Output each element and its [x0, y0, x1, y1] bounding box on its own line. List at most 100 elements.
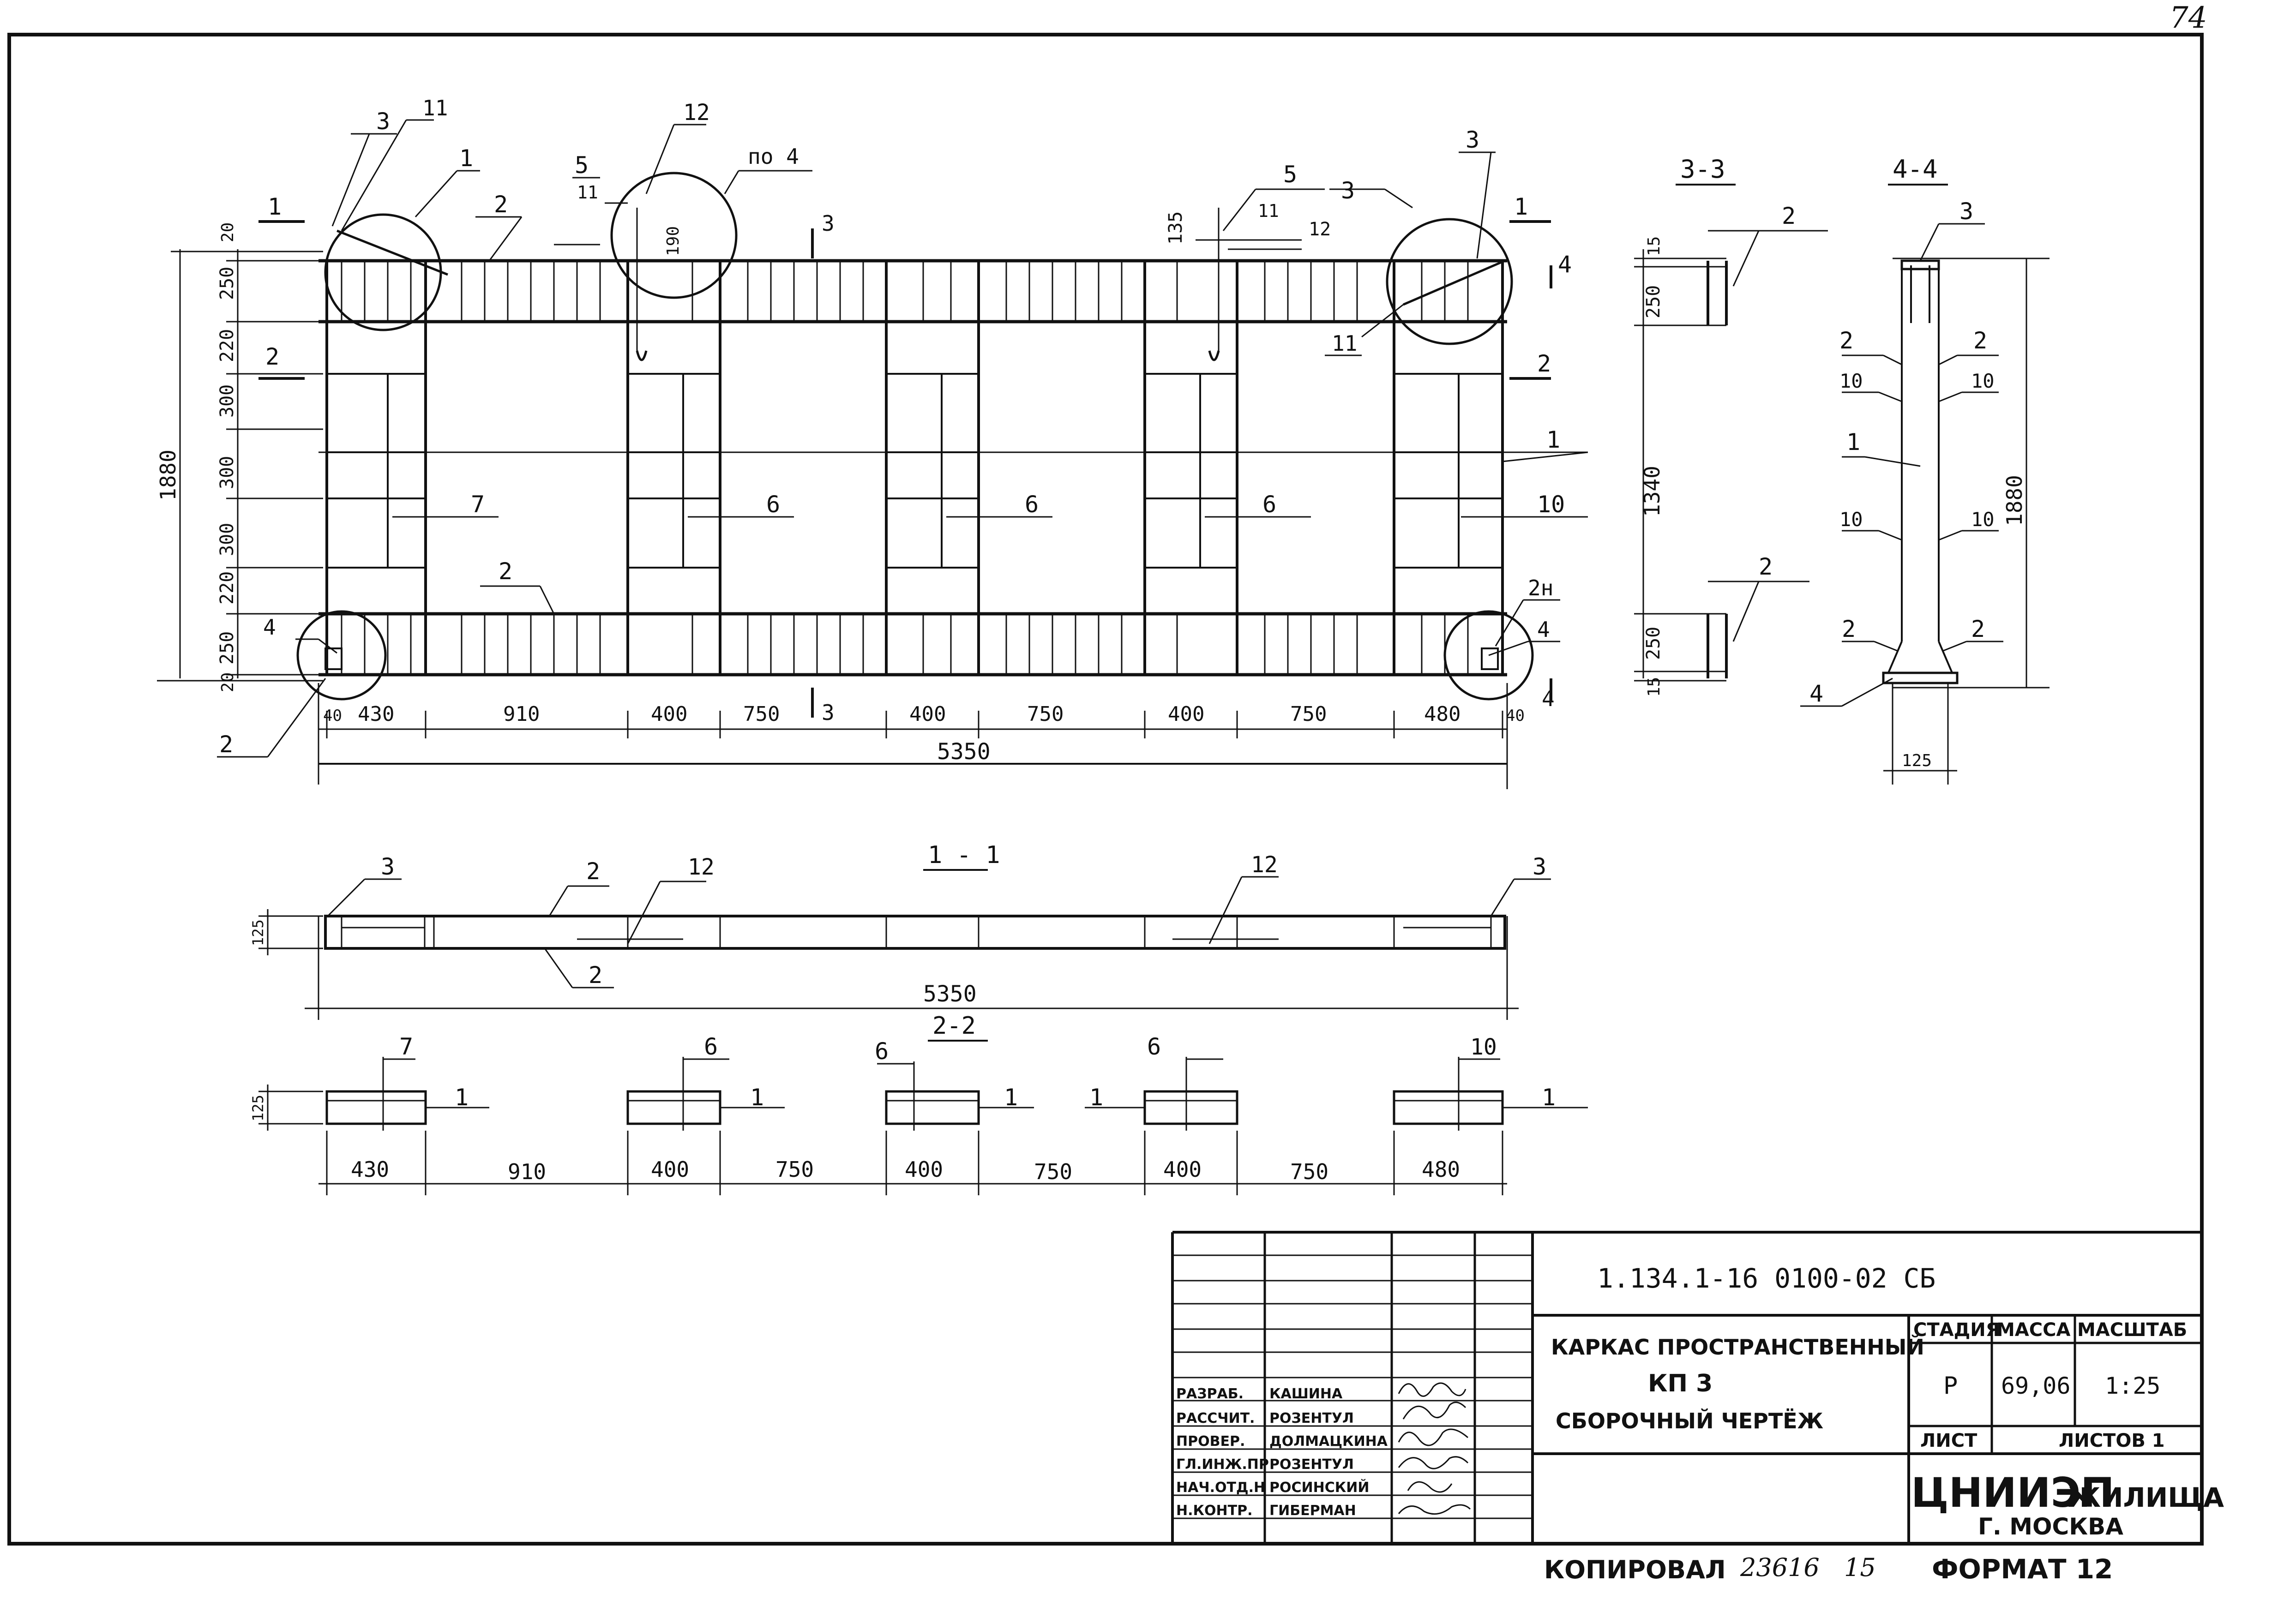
dim-value: 15 [1645, 236, 1664, 256]
callout-label: 6 [1025, 491, 1039, 518]
callout-label: 3 [1341, 177, 1355, 204]
callout-label: 10 [1537, 491, 1565, 518]
callout-label: 1 [459, 145, 473, 172]
sheet-frame [7, 33, 2204, 1546]
callout-label: 11 [1332, 331, 1357, 356]
section-depth-dim: 125 [249, 919, 267, 946]
dim-value: 480 [1424, 702, 1461, 726]
section-length-dim: 5350 [923, 981, 977, 1007]
dim-value: 750 [743, 702, 780, 726]
format-label: ФОРМАТ 12 [1932, 1553, 2113, 1585]
left-dimension-chain: 20 250 220 300 300 300 220 250 20 [216, 222, 238, 692]
callout-label: 1 [1089, 1084, 1103, 1111]
org-suffix: ЖИЛИЩА [2068, 1482, 2224, 1513]
callout-label: 3 [1466, 126, 1479, 153]
dim-value: 400 [1163, 1157, 1202, 1182]
callout-label: 6 [766, 491, 780, 518]
callout-label: 6 [1262, 491, 1276, 518]
signature-role: ГЛ.ИНЖ.ПР [1176, 1456, 1269, 1473]
sheet-label: ЛИСТ [1920, 1430, 1977, 1451]
overall-length-dim: 5350 [937, 739, 991, 765]
signature-role: НАЧ.ОТД.Н [1176, 1480, 1265, 1496]
callout-label: 1 [1546, 426, 1560, 453]
main-elevation-view: 5350 40 430 910 400 750 400 750 400 750 … [156, 96, 1588, 789]
callout-label: 5 [1283, 161, 1297, 188]
callout-label: 4 [263, 615, 276, 640]
document-code: 1.134.1-16 0100-02 СБ [1597, 1263, 1935, 1294]
callout-label: 3 [381, 853, 395, 880]
signature-name: РОЗЕНТУЛ [1269, 1410, 1354, 1426]
dim-value: 20 [218, 222, 237, 242]
title-line-3: СБОРОЧНЫЙ ЧЕРТЁЖ [1556, 1408, 1823, 1433]
callout-label: 135 [1165, 211, 1186, 245]
section-height-dim: 1880 [2002, 475, 2027, 526]
callout-label: 2 [1782, 203, 1796, 229]
callout-label: 12 [683, 100, 710, 126]
callout-label: 6 [1147, 1033, 1161, 1060]
callout-label: 2 [1759, 553, 1773, 580]
callout-label: 1 [750, 1084, 764, 1111]
dim-value: 40 [1506, 707, 1525, 725]
callout-label: 12 [1251, 852, 1278, 878]
callout-label: 10 [1839, 508, 1863, 531]
callout-label: 3 [1959, 198, 1973, 225]
callout-label: 4 [1558, 251, 1572, 278]
section-depth-dim: 125 [249, 1095, 267, 1121]
section-title: 4-4 [1893, 155, 1938, 184]
signature-name: РОСИНСКИЙ [1269, 1479, 1369, 1496]
callout-label: 7 [399, 1033, 413, 1060]
dim-value: 250 [1643, 627, 1664, 660]
callout-label: 2 [1839, 327, 1853, 354]
callout-label: 2 [494, 191, 508, 218]
callout-label: 1 [1542, 1084, 1556, 1111]
main-view-callouts: 3 11 1 12 по 4 5 2 11 190 3 135 5 11 12 … [219, 96, 1572, 758]
dim-value: 400 [651, 702, 687, 726]
handwritten-signatures [1398, 1382, 1471, 1515]
mass-label: МАССА [1996, 1319, 2070, 1341]
dim-value: 250 [216, 267, 238, 300]
dim-value: 750 [1027, 702, 1064, 726]
section-3-3: 3-3 15 250 1340 250 15 2 2 [1634, 155, 1828, 697]
mass-value: 69,06 [2001, 1372, 2071, 1399]
callout-label: 12 [1309, 219, 1331, 240]
bottom-dimension-chain: 40 430 910 400 750 400 750 400 750 480 4… [323, 702, 1525, 726]
callout-label: 2н [1528, 575, 1553, 600]
signature-name: КАШИНА [1269, 1386, 1343, 1402]
callout-label: 3 [822, 211, 835, 236]
callout-label: 3 [376, 108, 390, 135]
title-block: 1.134.1-16 0100-02 СБ КАРКАС ПРОСТРАНСТВ… [1171, 1231, 2224, 1544]
signature-role: РАЗРАБ. [1176, 1386, 1244, 1402]
copied-number: 23616 [1740, 1553, 1820, 1582]
callout-label: 1 [1004, 1084, 1018, 1111]
callout-label: 10 [1839, 370, 1863, 392]
callout-label: 3 [1533, 853, 1546, 880]
dim-value: 750 [1290, 1159, 1328, 1184]
section-4-4: 4-4 1880 125 3 2 2 [1800, 155, 2050, 785]
copied-index: 15 [1844, 1553, 1876, 1582]
callout-label: 4 [1537, 617, 1550, 642]
section-1-1: 1 - 1 125 5350 3 2 12 12 3 [249, 841, 1551, 1020]
section-2-2: 2-2 [249, 1012, 1588, 1195]
dim-value: 250 [216, 631, 238, 665]
callout-label: 4 [1809, 680, 1823, 707]
signature-role: ПРОВЕР. [1176, 1433, 1245, 1450]
callout-label: 190 [664, 226, 683, 256]
dim-value: 300 [216, 456, 238, 489]
signature-name: ДОЛМАЦКИНА [1269, 1433, 1388, 1450]
dim-value: 1340 [1640, 466, 1665, 517]
callout-label: 2 [219, 731, 233, 758]
scale-label: МАСШТАБ [2077, 1319, 2187, 1341]
dim-value: 220 [216, 571, 238, 605]
page-number: 74 [2170, 1, 2207, 35]
dim-value: 910 [503, 702, 540, 726]
dim-value: 910 [508, 1159, 546, 1184]
section-width-dim: 125 [1902, 751, 1932, 770]
dim-value: 480 [1422, 1157, 1460, 1182]
section-2-2-dimension-chain: 430 910 400 750 400 750 400 750 480 [351, 1157, 1460, 1184]
section-title: 2-2 [932, 1012, 976, 1040]
dim-value: 430 [351, 1157, 389, 1182]
callout-label: 1 [1846, 429, 1860, 455]
callout-label: 10 [1971, 508, 1995, 531]
callout-label: 1 [268, 193, 282, 220]
